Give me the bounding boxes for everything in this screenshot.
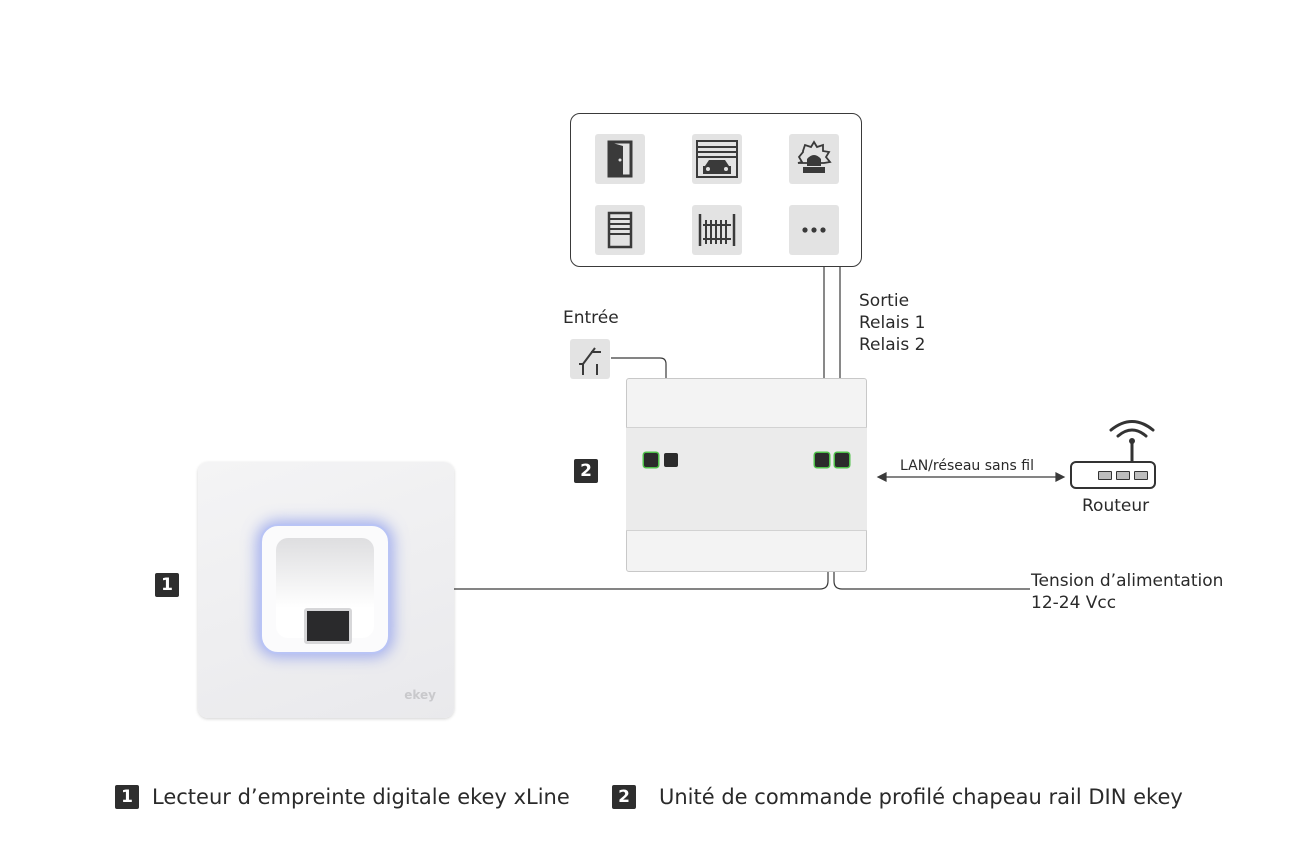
badge-2: 2: [574, 459, 598, 483]
fingerprint-reader: ekey: [198, 462, 454, 718]
blind-icon: [595, 205, 645, 255]
relay-1-label: Relais 1: [859, 313, 926, 333]
output-devices-panel: [570, 113, 862, 267]
router-port: [1134, 471, 1148, 480]
output-title: Sortie: [859, 291, 910, 311]
alarm-icon: [789, 134, 839, 184]
status-led: [664, 453, 678, 467]
router-port: [1098, 471, 1112, 480]
router-icon: [1070, 461, 1156, 489]
legend-badge-2: 2: [612, 785, 636, 809]
relay-2-label: Relais 2: [859, 335, 926, 355]
din-control-unit: [626, 378, 867, 572]
gate-icon: [692, 205, 742, 255]
status-led: [644, 453, 658, 467]
router-port: [1116, 471, 1130, 480]
legend-item-2: Unité de commande profilé chapeau rail D…: [659, 785, 1183, 809]
legend-badge-1: 1: [115, 785, 139, 809]
fingerprint-sensor: [304, 608, 352, 644]
legend-item-1: Lecteur d’empreinte digitale ekey xLine: [152, 785, 570, 809]
garage-icon: [692, 134, 742, 184]
status-led: [815, 453, 829, 467]
status-led: [835, 453, 849, 467]
output-label: Sortie Relais 1 Relais 2: [859, 290, 925, 356]
reader-brand: ekey: [404, 688, 436, 702]
reader-glow: [260, 524, 390, 654]
switch-icon: [570, 339, 610, 379]
power-voltage: 12-24 Vcc: [1031, 593, 1117, 613]
power-title: Tension d’alimentation: [1031, 571, 1224, 591]
power-label: Tension d’alimentation 12-24 Vcc: [1031, 570, 1223, 614]
more-icon: [789, 205, 839, 255]
input-label: Entrée: [563, 308, 619, 328]
din-front-band: [626, 427, 867, 531]
router-label: Routeur: [1082, 496, 1150, 516]
door-icon: [595, 134, 645, 184]
network-label: LAN/réseau sans fil: [900, 458, 1034, 474]
badge-1: 1: [155, 573, 179, 597]
